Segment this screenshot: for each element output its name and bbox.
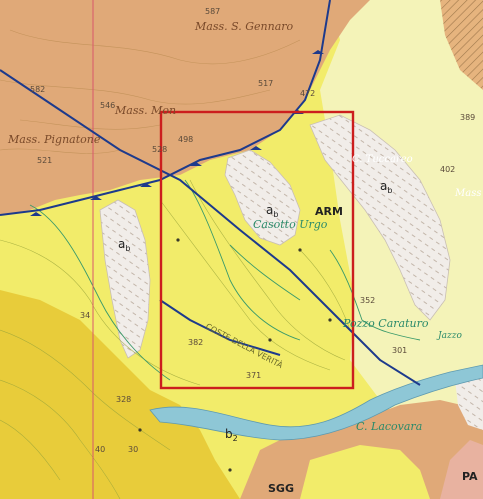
river <box>149 364 483 441</box>
unit-label-b-bottom: b2 <box>225 427 238 443</box>
alluvial-deposit-bottom-right <box>455 370 483 430</box>
alluvial-deposit-center <box>224 149 301 246</box>
hatched-unit-top-right <box>440 0 483 90</box>
unit-label-arm: ARM <box>315 205 343 218</box>
label-casotto-urgo: Casotto Urgo <box>253 218 328 231</box>
elev-301: 301 <box>392 346 407 355</box>
deep-yellow-unit <box>0 290 240 499</box>
elev-34: 34 <box>80 311 90 320</box>
elev-521: 521 <box>37 156 52 165</box>
elev-40: 40 <box>95 445 105 454</box>
alluvial-deposit-left <box>99 199 151 359</box>
unit-label-sgg: SGG <box>268 482 294 495</box>
elev-402: 402 <box>440 165 455 174</box>
unit-label-a-left: ab <box>118 237 130 253</box>
elev-546: 546 <box>100 101 115 110</box>
label-jazzo: Jazzo <box>436 331 462 341</box>
label-pozzo-caraturo: Pozzo Caraturo <box>342 317 429 330</box>
elev-382: 382 <box>188 338 203 347</box>
label-mass-pignatone: Mass. Pignatone <box>7 133 101 146</box>
elev-30: 30 <box>128 445 138 454</box>
elev-582: 582 <box>30 85 45 94</box>
elev-472: 472 <box>300 89 315 98</box>
elev-528: 528 <box>152 145 167 154</box>
elev-352: 352 <box>360 296 375 305</box>
elev-328: 328 <box>116 395 131 404</box>
elev-389: 389 <box>460 113 475 122</box>
fault-lines <box>0 0 421 386</box>
label-mass-partial: Mass. Mon <box>114 104 176 117</box>
elev-498: 498 <box>178 135 193 144</box>
label-mass-s-gennaro: Mass. S. Gennaro <box>194 20 294 33</box>
label-tuccareo: C. Tuccareo <box>352 154 413 165</box>
survey-points <box>138 238 332 472</box>
unit-label-pa: PA <box>462 470 478 483</box>
label-mass-right: Mass <box>454 188 481 199</box>
elev-371: 371 <box>246 371 261 380</box>
unit-label-a-right: ab <box>380 179 392 195</box>
contour-lines <box>0 29 301 154</box>
elev-587: 587 <box>205 7 220 16</box>
selection-box[interactable] <box>159 110 355 390</box>
elev-517: 517 <box>258 79 273 88</box>
pink-unit-bottom-right <box>440 440 483 499</box>
yellow-unit-bottom <box>300 445 430 499</box>
alluvial-deposit-right <box>309 114 451 321</box>
green-drainage-lines <box>29 179 421 381</box>
unit-label-a-center: ab <box>266 203 278 219</box>
label-lacovara: C. Lacovara <box>356 420 422 433</box>
